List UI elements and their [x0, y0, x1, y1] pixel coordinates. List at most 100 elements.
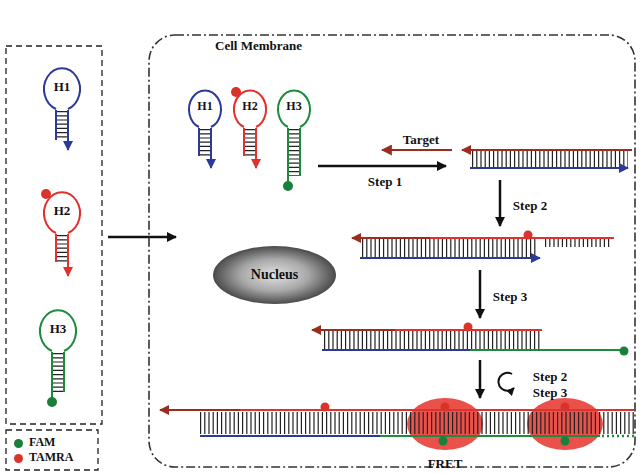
legend-box [6, 430, 98, 470]
legend-swatch [14, 439, 23, 448]
nucleus-shape [213, 246, 336, 304]
target-strand [312, 329, 395, 331]
step-arrow [318, 165, 446, 168]
legend-text: FAM [29, 436, 55, 450]
strand [67, 110, 69, 150]
hairpin-probe: H3 [38, 306, 78, 352]
cell-membrane-outline [148, 34, 636, 468]
hairpin-loop [44, 68, 80, 109]
strand [287, 128, 289, 182]
node-label: H3 [286, 100, 301, 114]
step-label-box: Step 3 [533, 383, 567, 401]
strand [55, 110, 57, 140]
step-label-box: Step 2 [513, 196, 547, 214]
strand [210, 128, 212, 168]
nucleus: Nucleus [212, 245, 337, 305]
step-arrow [499, 180, 502, 226]
base-pairs [56, 111, 68, 140]
hairpin-loop [278, 90, 310, 127]
base-pairs [545, 239, 612, 247]
strand [299, 128, 301, 176]
step-label: Step 2 [533, 369, 567, 384]
tamra-dot [524, 231, 533, 240]
base-pairs [362, 239, 538, 257]
probe-group-box [6, 46, 102, 424]
step-label: Step 3 [493, 289, 527, 304]
base-pairs [324, 331, 540, 349]
step-label-box: Step 1 [368, 172, 402, 190]
fam-dot [439, 437, 448, 446]
entry-arrow [108, 236, 176, 239]
node-label: H2 [242, 100, 257, 114]
step-label-box: Step 3 [493, 287, 527, 305]
tamra-dot [41, 189, 51, 199]
legend-text: TAMRA [29, 451, 73, 465]
hairpin-probe: H1 [42, 64, 82, 110]
step-label-box: Step 2 [533, 367, 567, 385]
legend-swatch [14, 454, 23, 463]
base-pairs [200, 412, 634, 434]
node-label: H1 [54, 80, 71, 95]
strand [67, 234, 69, 276]
base-pairs [472, 151, 628, 167]
h2-strand [240, 409, 634, 411]
hairpin-loop [40, 310, 76, 351]
h1-strand [470, 167, 628, 169]
hairpin-loop [189, 90, 221, 127]
hairpin-probe: H2 [232, 86, 268, 128]
h1-strand [322, 349, 470, 351]
step-label: Step 3 [533, 385, 567, 400]
fret-glow [407, 398, 483, 450]
target-strand [462, 149, 632, 151]
h3-strand [380, 435, 600, 437]
region-title: Cell Membrane [215, 39, 636, 54]
fret-label-box: FRET [428, 454, 463, 472]
cell-membrane: Cell MembraneH1 H2 H3Nucleus [148, 34, 636, 468]
cycle-arrow [498, 373, 514, 391]
tamra-dot [561, 403, 570, 412]
hairpin-probe: H3 [276, 86, 312, 128]
fam-dot [620, 347, 629, 356]
strand [198, 128, 200, 156]
strand [255, 128, 257, 168]
step-arrow [479, 360, 482, 398]
target-label-box: Target [403, 130, 439, 148]
h1-strand [200, 435, 380, 437]
strand [243, 128, 245, 156]
target-strand [382, 149, 452, 151]
strand [51, 352, 53, 398]
node-label: Nucleus [251, 267, 298, 283]
fam-dot [561, 437, 570, 446]
h3-strand [470, 349, 620, 351]
node-label: H3 [50, 322, 67, 337]
fam-dot [283, 181, 293, 191]
base-pairs [288, 129, 300, 176]
h1-strand [360, 257, 540, 259]
tamra-dot [321, 403, 330, 412]
hairpin-probe: H1 [187, 86, 223, 128]
target-label: Target [403, 132, 439, 147]
target-strand [160, 409, 240, 411]
node-label: H1 [197, 100, 212, 114]
hairpin-loop [44, 192, 80, 233]
membrane-outline [149, 35, 635, 467]
base-pairs [244, 129, 256, 156]
tamra-dot [464, 323, 473, 332]
hairpin-probe: H2 [42, 188, 82, 234]
node-label: H2 [54, 204, 71, 219]
target-strand [352, 237, 430, 239]
strand [55, 234, 57, 262]
fam-dot [47, 397, 57, 407]
tamra-dot [231, 87, 241, 97]
step-label: Step 2 [513, 198, 547, 213]
step-arrow [479, 270, 482, 318]
base-pairs [199, 129, 211, 156]
base-pairs [56, 235, 68, 262]
fret-label: FRET [428, 456, 463, 471]
h2-strand [430, 237, 614, 239]
step-label: Step 1 [368, 174, 402, 189]
tamra-dot [441, 403, 450, 412]
h3-strand [602, 435, 634, 438]
